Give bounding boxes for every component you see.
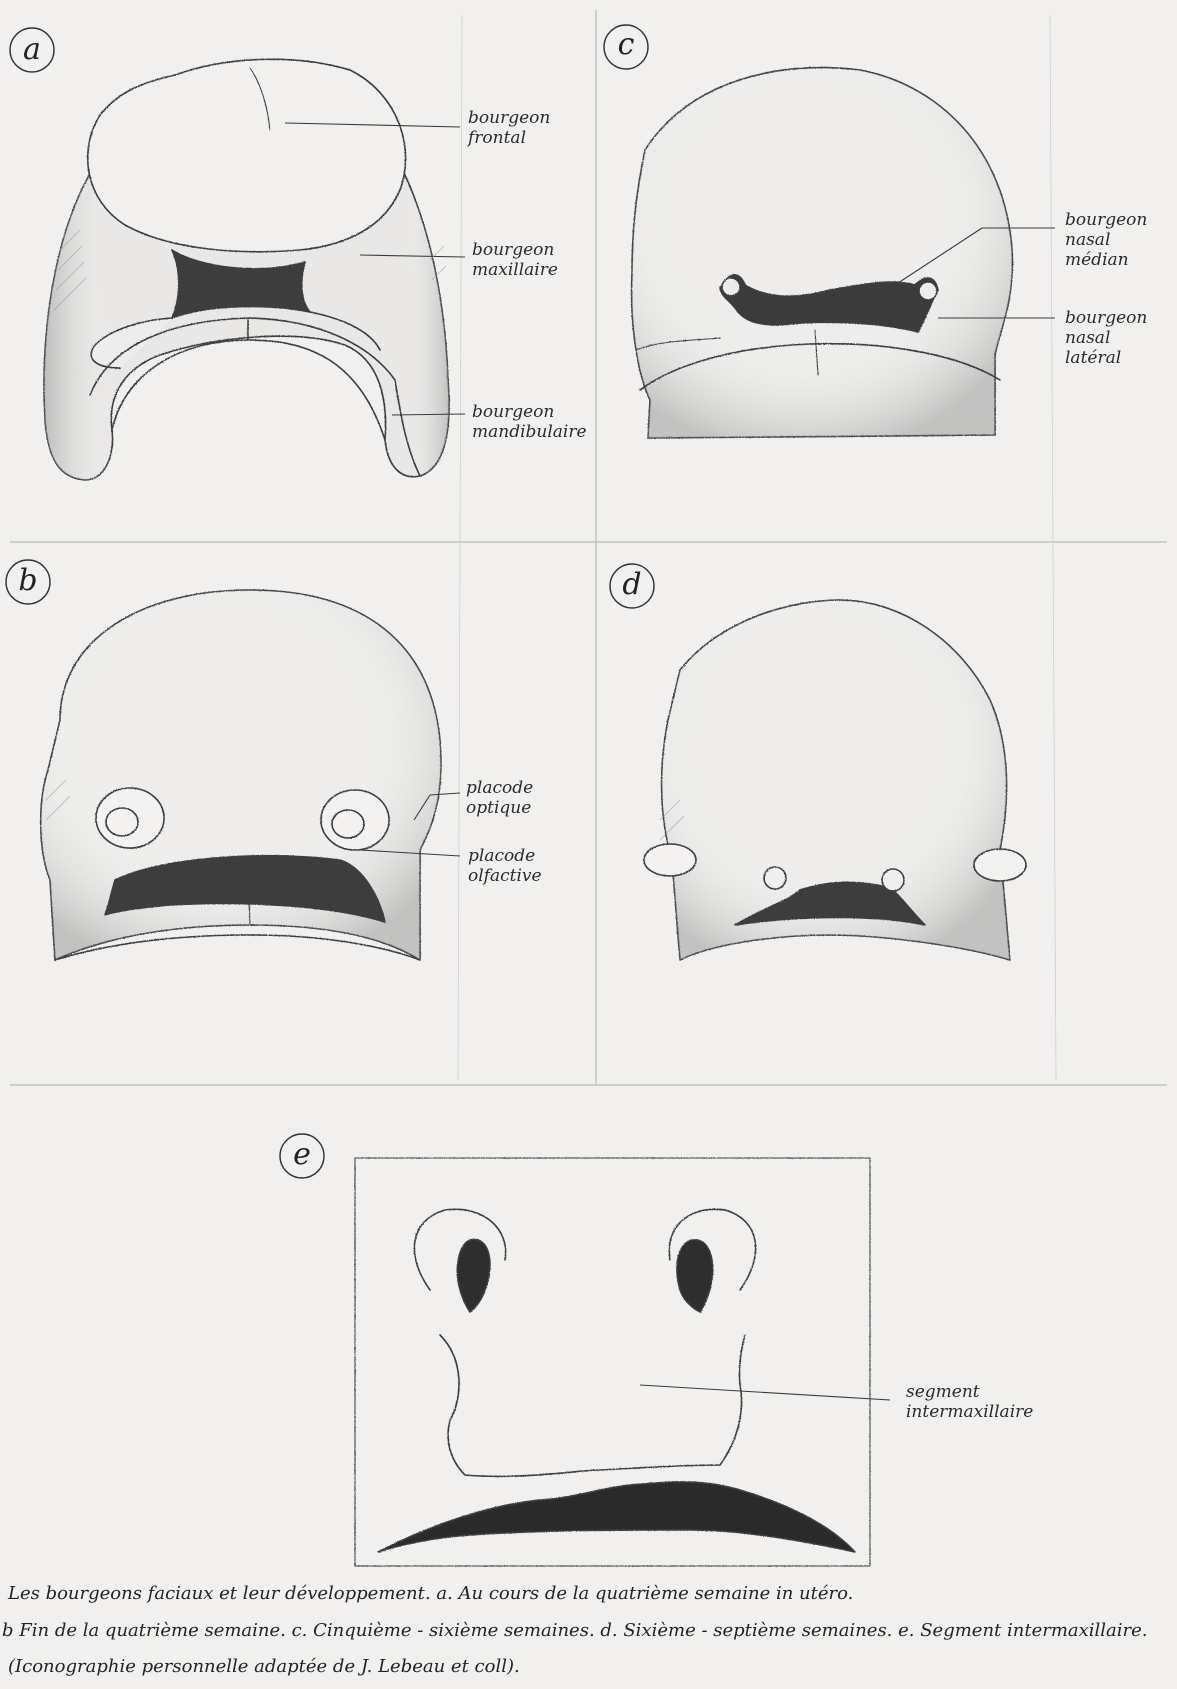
figure-c <box>632 68 1013 438</box>
panel-label-a: a <box>12 35 52 65</box>
panel-label-d: d <box>612 570 652 600</box>
figure-d <box>644 600 1026 960</box>
caption-line-3: (Iconographie personnelle adaptée de J. … <box>8 1656 520 1678</box>
figure-b <box>41 590 441 960</box>
panel-label-c: c <box>606 30 646 60</box>
caption-prefix: b <box>2 1620 14 1641</box>
figure-e <box>355 1158 870 1566</box>
caption-line-2: b Fin de la quatrième semaine. c. Cinqui… <box>2 1620 1148 1642</box>
panel-label-e: e <box>282 1140 322 1170</box>
figure-a <box>44 59 449 480</box>
panel-label-b: b <box>8 566 48 596</box>
caption-line-1: Les bourgeons faciaux et leur développem… <box>8 1583 853 1605</box>
caption-line-2-text: Fin de la quatrième semaine. c. Cinquièm… <box>19 1620 1147 1641</box>
